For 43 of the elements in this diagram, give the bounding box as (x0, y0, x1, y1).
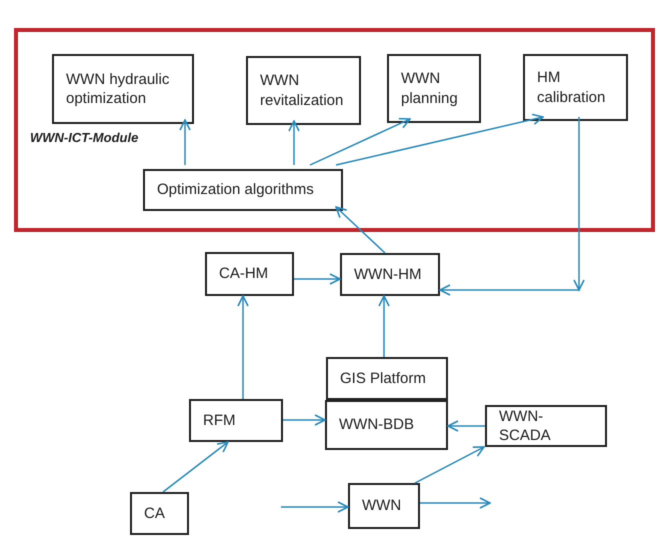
box-label: WWN (362, 496, 402, 516)
box-label: HM calibration (537, 68, 606, 107)
box-label: GIS Platform (340, 368, 426, 388)
process-box (52, 54, 194, 124)
arrow (179, 119, 191, 165)
box-label: WWN-HM (354, 264, 422, 284)
arrow (283, 414, 326, 426)
box-label: CA (144, 504, 165, 524)
process-box (326, 357, 448, 400)
arrow (237, 295, 249, 399)
arrow (336, 114, 544, 166)
process-box (387, 54, 481, 123)
arrow (294, 273, 341, 285)
box-label: CA-HM (219, 264, 268, 284)
module-title: WWN-ICT-Module (30, 129, 138, 147)
process-box (325, 400, 448, 450)
box-label: RFM (203, 410, 236, 430)
process-box (348, 483, 420, 529)
arrow (378, 295, 390, 357)
arrow (288, 120, 300, 165)
arrow (335, 206, 386, 254)
box-label: WWN planning (401, 69, 459, 108)
process-box (523, 54, 628, 121)
arrow (447, 420, 485, 432)
box-label: WWN hydraulic optimization (66, 70, 170, 108)
arrow (310, 118, 411, 166)
box-label: WWN revitalization (260, 71, 344, 110)
arrow (439, 117, 585, 296)
process-box (205, 252, 294, 296)
arrow (162, 441, 229, 493)
box-label: WWN-BDB (339, 415, 414, 435)
arrow (420, 497, 491, 509)
process-box (143, 169, 343, 211)
arrow (414, 446, 485, 484)
process-box (189, 399, 283, 442)
arrow (281, 501, 349, 513)
process-box (130, 492, 189, 535)
module-frame (14, 28, 655, 232)
process-box (485, 405, 607, 447)
process-box (340, 253, 440, 296)
process-box (246, 56, 361, 125)
box-label: WWN-SCADA (499, 406, 552, 446)
box-label: Optimization algorithms (157, 180, 314, 200)
